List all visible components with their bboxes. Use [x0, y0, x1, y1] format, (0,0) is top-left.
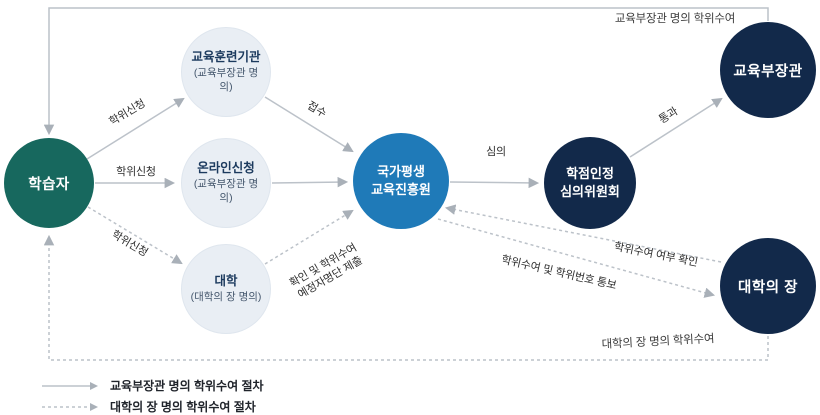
- legend-solid-arrow-icon: [42, 381, 98, 390]
- node-university-title: 대학: [214, 274, 238, 289]
- edge-nile-to-committee: [449, 177, 540, 189]
- legend-solid-label: 교육부장관 명의 학위수여 절차: [110, 379, 264, 393]
- node-minister-label: 교육부장관: [733, 63, 803, 80]
- node-committee-line1: 학점인정: [566, 165, 614, 181]
- node-dean: 대학의 장: [720, 238, 816, 334]
- node-university-subtitle: (대학의 장 명의): [190, 291, 262, 304]
- edge-learner-to-university: [87, 206, 183, 265]
- node-committee-line2: 심의위원회: [560, 184, 620, 199]
- edge-dean-to-learner: [43, 234, 769, 361]
- node-nile: 국가평생 교육진흥원: [353, 133, 449, 229]
- edge-online-to-nile: [271, 176, 349, 188]
- node-nile-line2: 교육진흥원: [371, 182, 431, 197]
- node-university: 대학 (대학의 장 명의): [181, 244, 271, 334]
- node-committee: 학점인정 심의위원회: [544, 137, 636, 229]
- legend-dotted-arrow-icon: [42, 402, 98, 411]
- node-training-org: 교육훈련기관 (교육부장관 명의): [181, 27, 271, 117]
- node-online-apply: 온라인신청 (교육부장관 명의): [181, 138, 271, 228]
- node-online-apply-subtitle: (교육부장관 명의): [193, 178, 259, 205]
- node-online-apply-title: 온라인신청: [197, 161, 255, 176]
- node-learner-label: 학습자: [28, 176, 70, 193]
- node-training-org-subtitle: (교육부장관 명의): [193, 67, 259, 94]
- legend-solid-row: 교육부장관 명의 학위수여 절차: [42, 377, 264, 394]
- node-minister: 교육부장관: [720, 22, 816, 118]
- edge-label-review: 심의: [486, 146, 506, 158]
- legend: 교육부장관 명의 학위수여 절차 대학의 장 명의 학위수여 절차: [42, 377, 264, 415]
- edge-university-to-nile: [264, 209, 354, 265]
- node-training-org-title: 교육훈련기관: [191, 50, 261, 65]
- edge-learner-to-training: [86, 97, 185, 160]
- edge-label-minister-confer: 교육부장관 명의 학위수여: [614, 13, 736, 25]
- node-dean-label: 대학의 장: [738, 279, 798, 296]
- edge-dean-to-nile-confirm: [444, 204, 722, 263]
- node-nile-line1: 국가평생: [377, 163, 425, 179]
- legend-dotted-label: 대학의 장 명의 학위수여 절차: [110, 400, 256, 414]
- edge-training-to-nile: [264, 96, 354, 153]
- edge-committee-to-minister: [629, 97, 723, 158]
- legend-dotted-row: 대학의 장 명의 학위수여 절차: [42, 398, 264, 415]
- edge-minister-to-learner: [43, 7, 769, 136]
- edge-label-apply-mid: 학위신청: [116, 166, 156, 178]
- node-learner: 학습자: [4, 138, 94, 228]
